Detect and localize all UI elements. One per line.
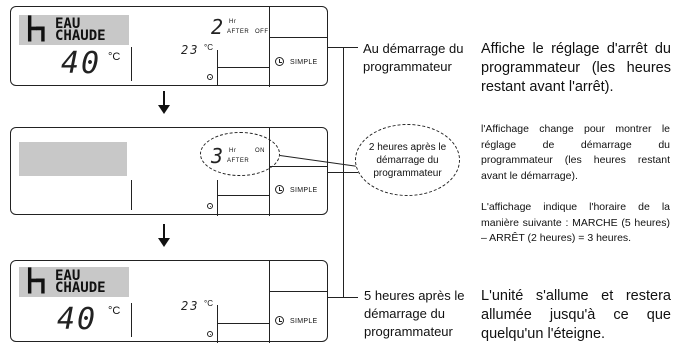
divider (269, 261, 270, 343)
step3-label: 5 heures après le démarrage du programma… (364, 288, 465, 339)
divider (269, 291, 327, 292)
lcd-panel-unit-on: ┣┓ EAU CHAUDE 40 °C 23 °C SIMPLE (10, 260, 328, 343)
water-temp-unit: °C (108, 305, 121, 317)
lcd-panel-timer-start: ┣┓ EAU CHAUDE 40 °C 2 Hr AFTER OFF 23 °C… (10, 6, 328, 87)
timer-after: AFTER (227, 29, 250, 35)
timeline-tick (328, 297, 358, 298)
mode-badge: ┣┓ EAU CHAUDE (19, 267, 129, 297)
callout-two-hours: 2 heures après le démarrage du programma… (355, 124, 460, 196)
divider (217, 50, 218, 86)
step1-description: Affiche le réglage d'arrêt du programmat… (481, 41, 671, 95)
step3-description: L'unité s'allume et restera allumée jusq… (481, 288, 671, 342)
faucet-icon: ┣┓ (23, 16, 50, 41)
divider (217, 305, 218, 343)
water-temp: 40 (57, 302, 98, 337)
water-temp: 40 (61, 46, 102, 81)
divider (217, 180, 218, 216)
simple-label: SIMPLE (290, 187, 318, 194)
timer-highlight-ellipse (200, 132, 280, 176)
badge-line2: CHAUDE (55, 280, 106, 296)
faucet-icon: ┣┓ (23, 268, 50, 293)
timeline-tick (328, 172, 358, 173)
timer-hours: 2 (211, 15, 226, 39)
clock-icon (275, 316, 284, 325)
divider (269, 166, 327, 167)
room-temp-unit: °C (204, 299, 213, 308)
badge-line1: EAU (55, 16, 81, 32)
divider (131, 47, 132, 81)
down-arrow-icon (158, 91, 170, 114)
step2-formula: L'affichage indique l'horaire de la mani… (481, 201, 670, 244)
divider (269, 37, 327, 38)
blank-badge (19, 142, 127, 176)
divider (269, 7, 270, 87)
room-temp-unit: °C (204, 43, 213, 52)
step1-label: Au démarrage du programmateur (363, 41, 464, 74)
room-temp: 23 (181, 299, 200, 313)
status-dot-icon (207, 203, 213, 209)
simple-label: SIMPLE (290, 59, 318, 66)
timeline-tick (328, 47, 358, 48)
clock-icon (275, 185, 284, 194)
badge-line1: EAU (55, 268, 81, 284)
timer-mode: OFF (255, 29, 269, 35)
lcd-panel-display-change: 3 Hr ON AFTER SIMPLE (10, 127, 328, 216)
divider (131, 303, 132, 337)
mode-badge: ┣┓ EAU CHAUDE (19, 15, 129, 45)
water-temp-unit: °C (108, 51, 121, 63)
down-arrow-icon (158, 224, 170, 247)
simple-label: SIMPLE (290, 318, 318, 325)
room-temp: 23 (181, 43, 200, 57)
badge-line2: CHAUDE (55, 28, 106, 44)
divider (131, 180, 132, 210)
step2-description: l'Affichage change pour montrer le régla… (481, 123, 670, 182)
divider (217, 323, 269, 324)
status-dot-icon (207, 331, 213, 337)
status-dot-icon (207, 74, 213, 80)
divider (217, 67, 269, 68)
callout-text: 2 heures après le démarrage du programma… (368, 141, 447, 179)
divider (269, 128, 270, 216)
divider (217, 195, 269, 196)
timer-hr: Hr (229, 19, 237, 25)
clock-icon (275, 57, 284, 66)
